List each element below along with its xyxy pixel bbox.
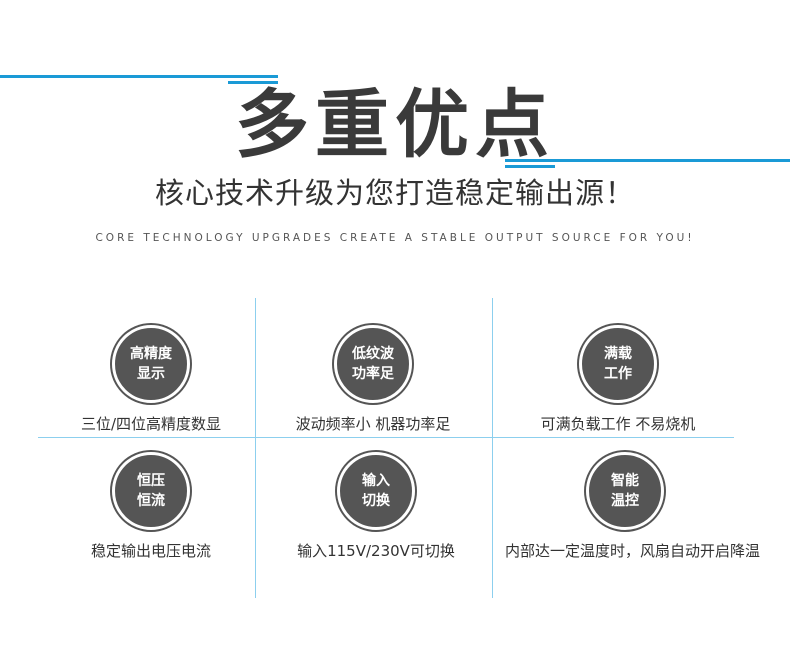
feature-card: 满载 工作 可满负载工作 不易烧机	[498, 325, 738, 434]
feature-badge: 智能 温控	[586, 452, 664, 530]
accent-line-top-left-short	[228, 81, 278, 84]
feature-badge-line2: 切换	[362, 493, 390, 509]
page-subtitle: 核心技术升级为您打造稳定输出源！	[154, 176, 635, 210]
feature-badge-line2: 功率足	[352, 366, 394, 382]
feature-card: 输入 切换 输入115V/230V可切换	[256, 452, 496, 561]
feature-card: 智能 温控 内部达一定温度时，风扇自动开启降温	[505, 452, 761, 561]
feature-badge-line1: 低纹波	[352, 346, 394, 362]
feature-card: 高精度 显示 三位/四位高精度数显	[31, 325, 271, 434]
feature-badge: 高精度 显示	[112, 325, 190, 403]
feature-caption: 内部达一定温度时，风扇自动开启降温	[505, 542, 761, 560]
grid-divider-vertical-2	[492, 298, 493, 598]
feature-badge-line2: 工作	[604, 366, 632, 382]
feature-card: 恒压 恒流 稳定输出电压电流	[31, 452, 271, 561]
feature-caption: 稳定输出电压电流	[90, 542, 211, 560]
feature-badge: 满载 工作	[579, 325, 657, 403]
accent-line-right	[505, 159, 790, 162]
feature-badge-line1: 恒压	[137, 473, 165, 489]
feature-caption: 波动频率小 机器功率足	[295, 415, 451, 433]
page-tagline: CORE TECHNOLOGY UPGRADES CREATE A STABLE…	[95, 232, 695, 244]
feature-card: 低纹波 功率足 波动频率小 机器功率足	[253, 325, 493, 434]
accent-line-top-left	[0, 75, 278, 78]
accent-line-right-short	[505, 165, 555, 168]
feature-badge: 低纹波 功率足	[334, 325, 412, 403]
feature-badge: 恒压 恒流	[112, 452, 190, 530]
feature-caption: 三位/四位高精度数显	[80, 415, 222, 433]
grid-divider-vertical-1	[255, 298, 256, 598]
grid-divider-horizontal	[38, 437, 734, 438]
feature-badge: 输入 切换	[337, 452, 415, 530]
feature-badge-line1: 高精度	[130, 346, 172, 362]
feature-badge-line2: 温控	[611, 493, 639, 509]
feature-caption: 可满负载工作 不易烧机	[540, 415, 696, 433]
feature-badge-line1: 满载	[604, 346, 632, 362]
feature-badge-line2: 显示	[137, 366, 165, 382]
feature-badge-line1: 智能	[611, 473, 639, 489]
feature-badge-line2: 恒流	[137, 493, 165, 509]
feature-badge-line1: 输入	[362, 473, 390, 489]
page-title: 多重优点	[235, 82, 555, 168]
feature-caption: 输入115V/230V可切换	[297, 542, 455, 560]
